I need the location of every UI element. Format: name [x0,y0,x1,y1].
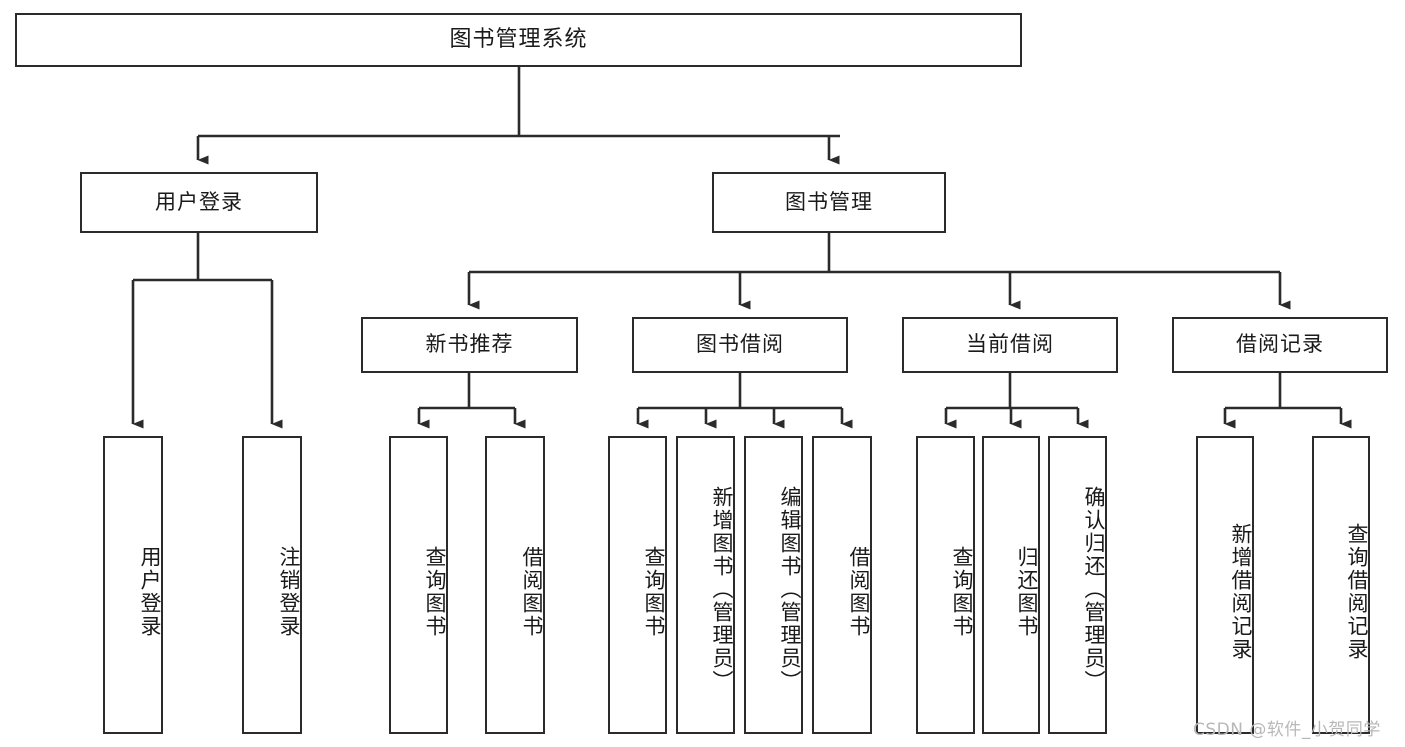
leaf-current-query-book[interactable]: 查询图书 [916,436,975,734]
leaf-newbook-borrow-book[interactable]: 借阅图书 [485,436,545,734]
node-book-management[interactable]: 图书管理 [712,172,946,233]
leaf-current-confirm-return-admin[interactable]: 确认归还（管理员） [1048,436,1107,734]
leaf-borrow-edit-book-admin[interactable]: 编辑图书（管理员） [744,436,803,734]
csdn-watermark: CSDN @软件_小贺同学 [1193,720,1381,740]
node-borrow-record[interactable]: 借阅记录 [1172,317,1388,373]
node-new-book-recommend[interactable]: 新书推荐 [361,317,578,373]
leaf-user-login[interactable]: 用户登录 [103,436,163,734]
leaf-borrow-query-book[interactable]: 查询图书 [608,436,667,734]
node-current-borrow[interactable]: 当前借阅 [902,317,1118,373]
leaf-current-return-book[interactable]: 归还图书 [982,436,1040,734]
leaf-newbook-query-book[interactable]: 查询图书 [389,436,448,734]
leaf-user-logout[interactable]: 注销登录 [242,436,302,734]
leaf-borrow-lend-book[interactable]: 借阅图书 [812,436,872,734]
node-root-system[interactable]: 图书管理系统 [15,13,1022,67]
node-book-borrow[interactable]: 图书借阅 [632,317,848,373]
node-user-login[interactable]: 用户登录 [80,172,318,233]
leaf-record-query-record[interactable]: 查询借阅记录 [1312,436,1370,734]
leaf-record-add-record[interactable]: 新增借阅记录 [1196,436,1254,734]
leaf-borrow-add-book-admin[interactable]: 新增图书（管理员） [676,436,735,734]
